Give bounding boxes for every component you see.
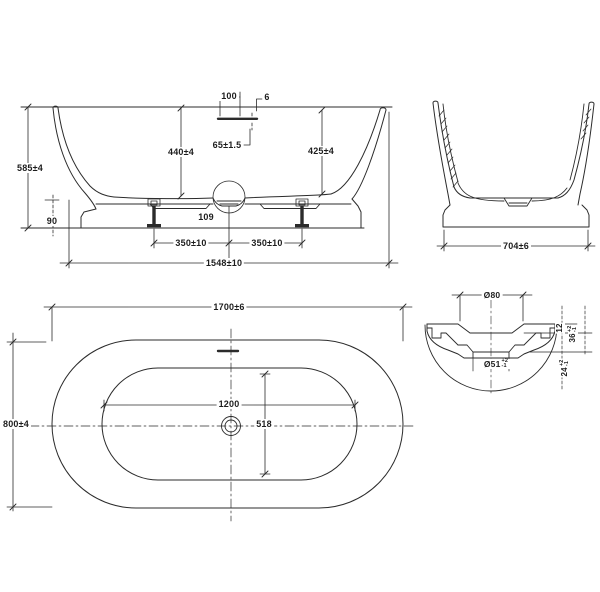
side-dimension-lines <box>27 106 399 269</box>
dim-overall-height: 585±4 <box>15 163 45 173</box>
outer-rim-oval <box>51 339 404 509</box>
dim-overflow-width: 100 <box>219 91 239 101</box>
dim-recess-diameter: Ø80 <box>481 290 503 300</box>
dim-inner-depth-center: 440±4 <box>166 147 196 157</box>
dim-inner-depth-end: 425±4 <box>306 146 336 156</box>
dim-lower-depth: 24+2-1 <box>559 358 570 378</box>
foot-left <box>147 206 161 228</box>
end-elevation-view <box>432 100 596 252</box>
drain-detail-view <box>424 294 593 394</box>
centerlines <box>29 328 417 522</box>
inner-basin-oval <box>101 367 358 481</box>
side-elevation-view <box>20 91 399 269</box>
dim-overall-length: 1700±6 <box>211 302 247 312</box>
section-hatching <box>438 108 592 188</box>
dim-foot-spacing-right: 350±10 <box>249 238 285 248</box>
plan-view <box>6 306 417 522</box>
dim-overflow-thickness: 6 <box>262 92 272 102</box>
dim-drain-offset: 109 <box>196 212 216 222</box>
dim-plinth-height: 90 <box>44 216 60 226</box>
dimension-tick-slashes <box>9 103 592 511</box>
dim-base-width-end: 704±6 <box>501 241 531 251</box>
dim-step-depth: 12 <box>555 322 565 334</box>
dim-hole-diameter: Ø51+2-1 <box>481 358 511 369</box>
detail-dimension-lines <box>451 294 593 394</box>
dim-foot-spacing-left: 350±10 <box>173 238 209 248</box>
dim-total-depth: 36+2-1 <box>567 324 578 344</box>
dim-base-length: 1548±10 <box>203 258 245 268</box>
dim-overall-width: 800±4 <box>1 419 31 429</box>
dim-overflow-below-rim: 65±1.5 <box>210 140 244 150</box>
foot-right <box>295 206 309 228</box>
dim-inner-width: 518 <box>254 419 274 429</box>
dim-inner-length: 1200 <box>216 399 242 409</box>
